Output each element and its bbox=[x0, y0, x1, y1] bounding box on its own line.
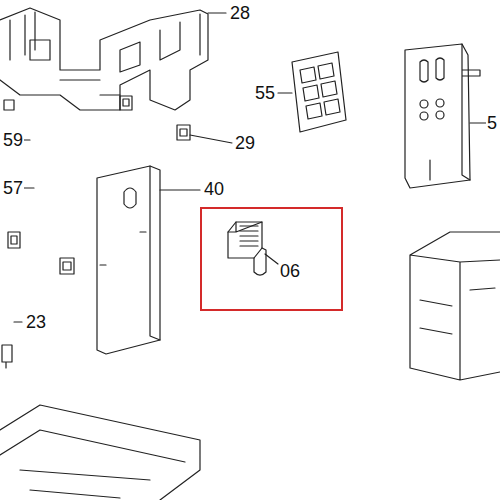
callout-number: 59 bbox=[2, 130, 24, 150]
callout-number: 28 bbox=[229, 3, 251, 23]
highlight-frame: 06 bbox=[200, 207, 343, 311]
callout-number: 40 bbox=[203, 179, 225, 199]
callout-number: 55 bbox=[254, 83, 276, 103]
callout-number: 29 bbox=[234, 133, 256, 153]
callout-number: 23 bbox=[25, 312, 47, 332]
callout-number: 06 bbox=[279, 261, 301, 281]
callout-number: 57 bbox=[2, 178, 24, 198]
callout-number: 5 bbox=[486, 113, 498, 133]
